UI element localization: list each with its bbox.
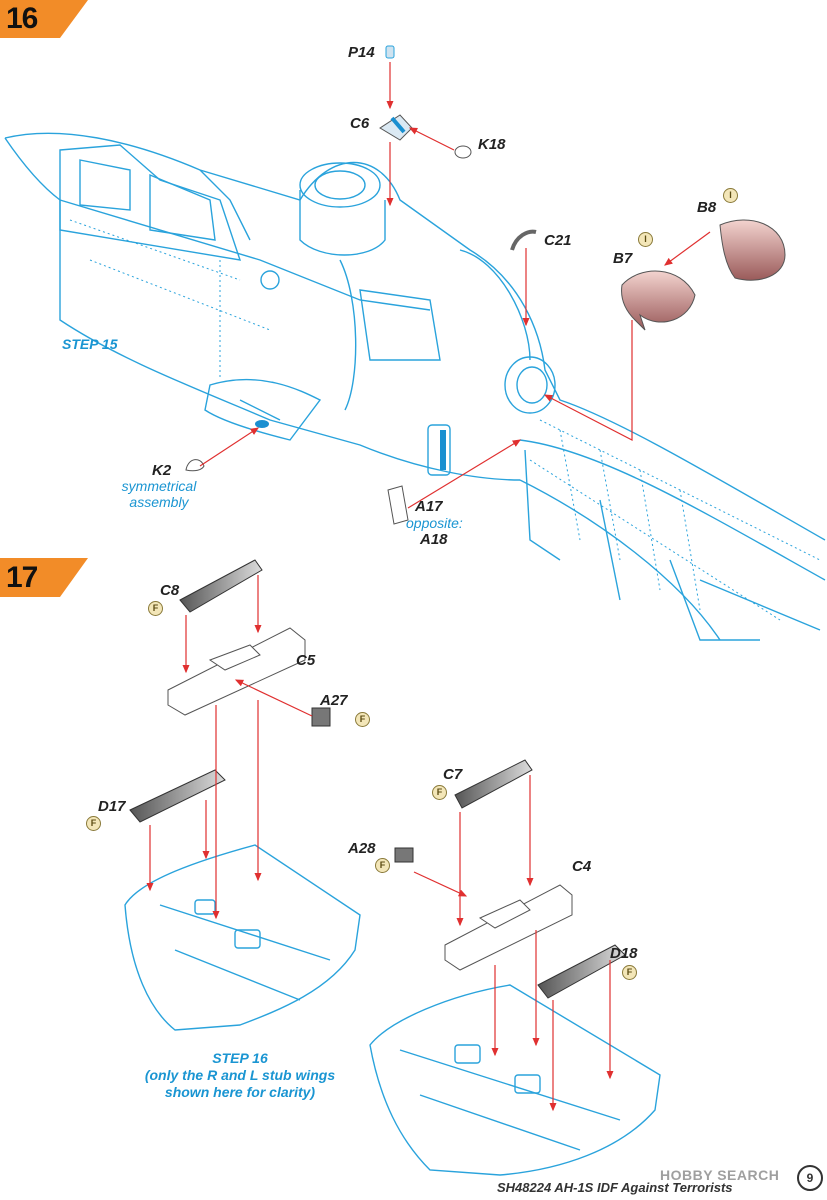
note-step16-line2: (only the R and L stub wings xyxy=(144,1067,336,1083)
label-p14: P14 xyxy=(348,44,375,61)
helicopter-fuselage xyxy=(4,132,826,641)
note-k2-line2: assembly xyxy=(129,494,189,510)
label-c8: C8 xyxy=(160,582,180,599)
part-b7-shape xyxy=(621,270,696,331)
a17-mount-blue xyxy=(440,430,446,470)
part-k2-shape xyxy=(185,459,205,472)
part-a27-shape xyxy=(311,707,331,727)
label-a18: A18 xyxy=(420,531,448,548)
step17-parts xyxy=(129,559,626,999)
step17-stub-wings xyxy=(124,844,661,1176)
watermark-logo: HOBBY SEARCH xyxy=(660,1167,780,1183)
badge-c7: F xyxy=(432,785,447,800)
part-c7-shape xyxy=(454,759,533,809)
step-17-tab xyxy=(0,558,88,597)
label-a27: A27 xyxy=(320,692,348,709)
badge-c8: F xyxy=(148,601,163,616)
label-c21: C21 xyxy=(544,232,572,249)
label-d17: D17 xyxy=(98,798,126,815)
note-opposite: opposite: xyxy=(406,515,463,531)
label-k18: K18 xyxy=(478,136,506,153)
note-step16-line3: shown here for clarity) xyxy=(164,1084,316,1100)
part-c4-shape xyxy=(444,884,573,971)
label-a17: A17 xyxy=(415,498,443,515)
badge-b8: I xyxy=(723,188,738,203)
label-b7: B7 xyxy=(613,250,633,267)
rivet-lines xyxy=(69,219,821,621)
label-c4: C4 xyxy=(572,858,592,875)
label-k2: K2 xyxy=(152,462,172,479)
step-number-16: 16 xyxy=(6,2,38,35)
label-c5: C5 xyxy=(296,652,316,669)
step16-parts xyxy=(185,45,786,525)
badge-a28: F xyxy=(375,858,390,873)
label-c7: C7 xyxy=(443,766,463,783)
part-d17-shape xyxy=(129,769,226,823)
part-c5-shape xyxy=(167,627,306,716)
part-c6-shape xyxy=(379,114,413,141)
note-step15: STEP 15 xyxy=(62,336,118,352)
k2-mount-blue xyxy=(255,420,269,428)
badge-d18: F xyxy=(622,965,637,980)
part-c21-shape xyxy=(510,229,537,251)
label-d18: D18 xyxy=(610,945,638,962)
footer-title: SH48224 AH-1S IDF Against Terrorists xyxy=(497,1180,733,1195)
page-number: 9 xyxy=(797,1165,823,1191)
label-b8: B8 xyxy=(697,199,717,216)
part-d18-shape xyxy=(537,944,626,999)
step16-arrows xyxy=(199,62,711,509)
step-16-tab xyxy=(0,0,88,38)
part-k18-shape xyxy=(454,145,472,159)
label-a28: A28 xyxy=(348,840,376,857)
part-c6-blue xyxy=(390,116,406,134)
part-a17-shape xyxy=(387,485,409,525)
badge-d17: F xyxy=(86,816,101,831)
badge-a27: F xyxy=(355,712,370,727)
part-c8-shape xyxy=(179,559,263,613)
step-number-17: 17 xyxy=(6,561,38,594)
part-b8-shape xyxy=(719,219,786,281)
note-k2-line1: symmetrical xyxy=(121,478,197,494)
part-a28-shape xyxy=(394,847,414,863)
note-step16-line1: STEP 16 xyxy=(212,1050,268,1066)
label-c6: C6 xyxy=(350,115,370,132)
part-p14-shape xyxy=(385,45,395,59)
step17-arrows xyxy=(146,575,614,1112)
badge-b7: I xyxy=(638,232,653,247)
